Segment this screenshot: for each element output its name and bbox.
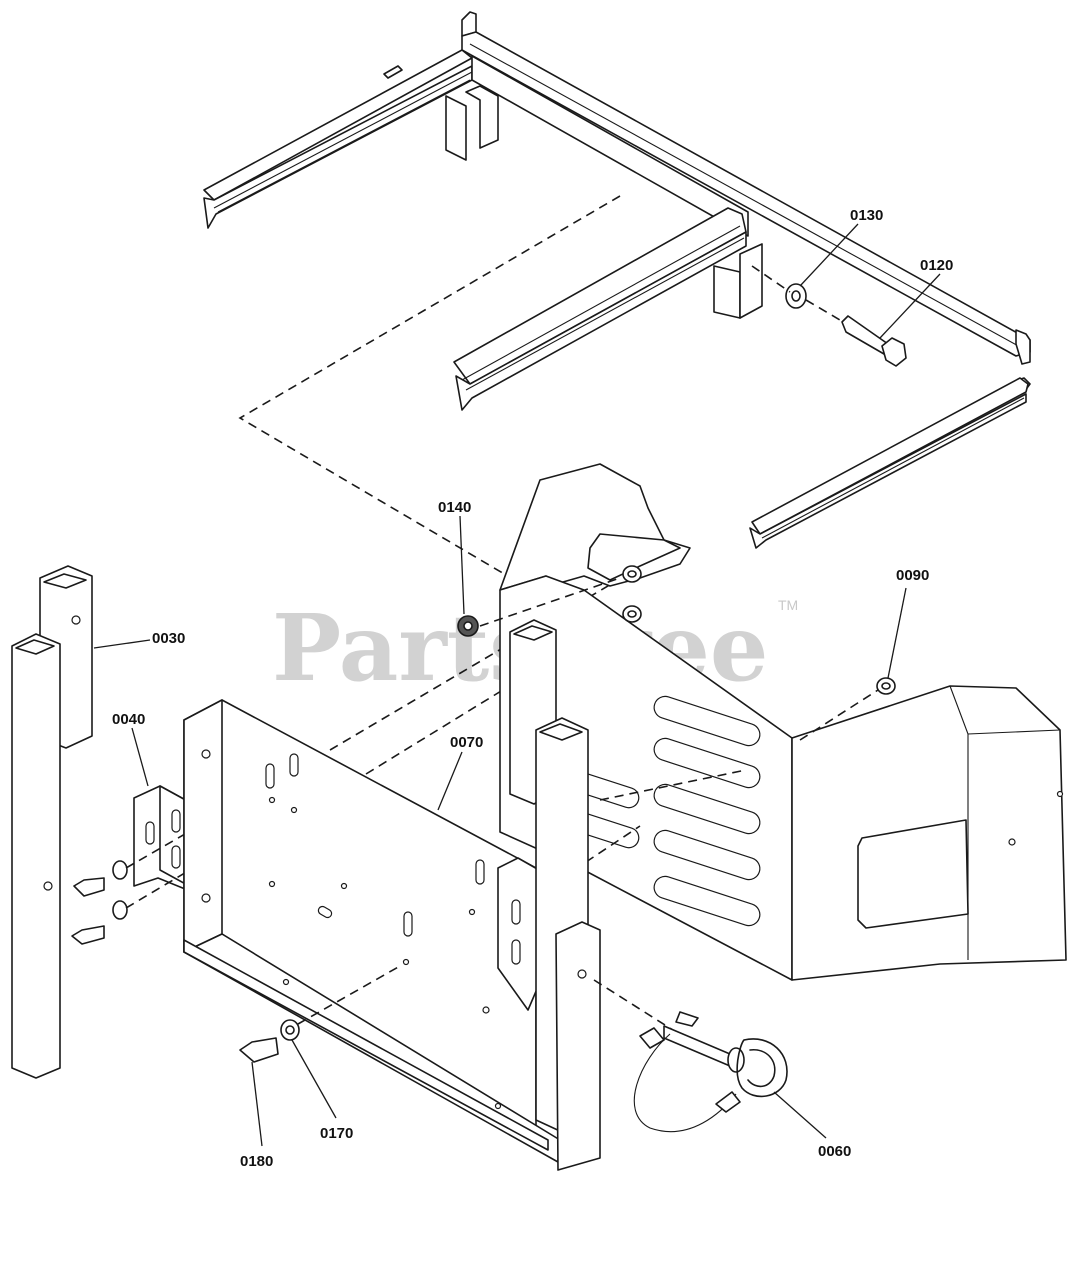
bolt-0180-washer-0170 (239, 965, 401, 1063)
callout-0040: 0040 (112, 711, 145, 728)
bolt-0120-washer-0130 (751, 265, 907, 367)
callout-0030: 0030 (152, 630, 185, 647)
base-plate-0070 (183, 699, 561, 1163)
flange-nuts (457, 565, 896, 863)
callout-0180: 0180 (240, 1153, 273, 1170)
lock-pin-0060 (633, 1011, 788, 1133)
callout-0170: 0170 (320, 1125, 353, 1142)
hood-cowling (499, 463, 1067, 981)
tube-front-right (535, 717, 677, 1171)
callout-0060: 0060 (818, 1143, 851, 1160)
callouts: 0030 0040 0060 0070 0090 0120 0130 0140 … (93, 207, 953, 1170)
callout-0140: 0140 (438, 499, 471, 516)
callout-0130: 0130 (850, 207, 883, 224)
callout-0070: 0070 (450, 734, 483, 751)
upper-frame (203, 11, 1031, 549)
callout-0120: 0120 (920, 257, 953, 274)
tube-left-long (11, 633, 61, 1079)
watermark-trademark: TM (778, 597, 798, 613)
callout-0090: 0090 (896, 567, 929, 584)
assembly-reference-line (238, 195, 659, 713)
